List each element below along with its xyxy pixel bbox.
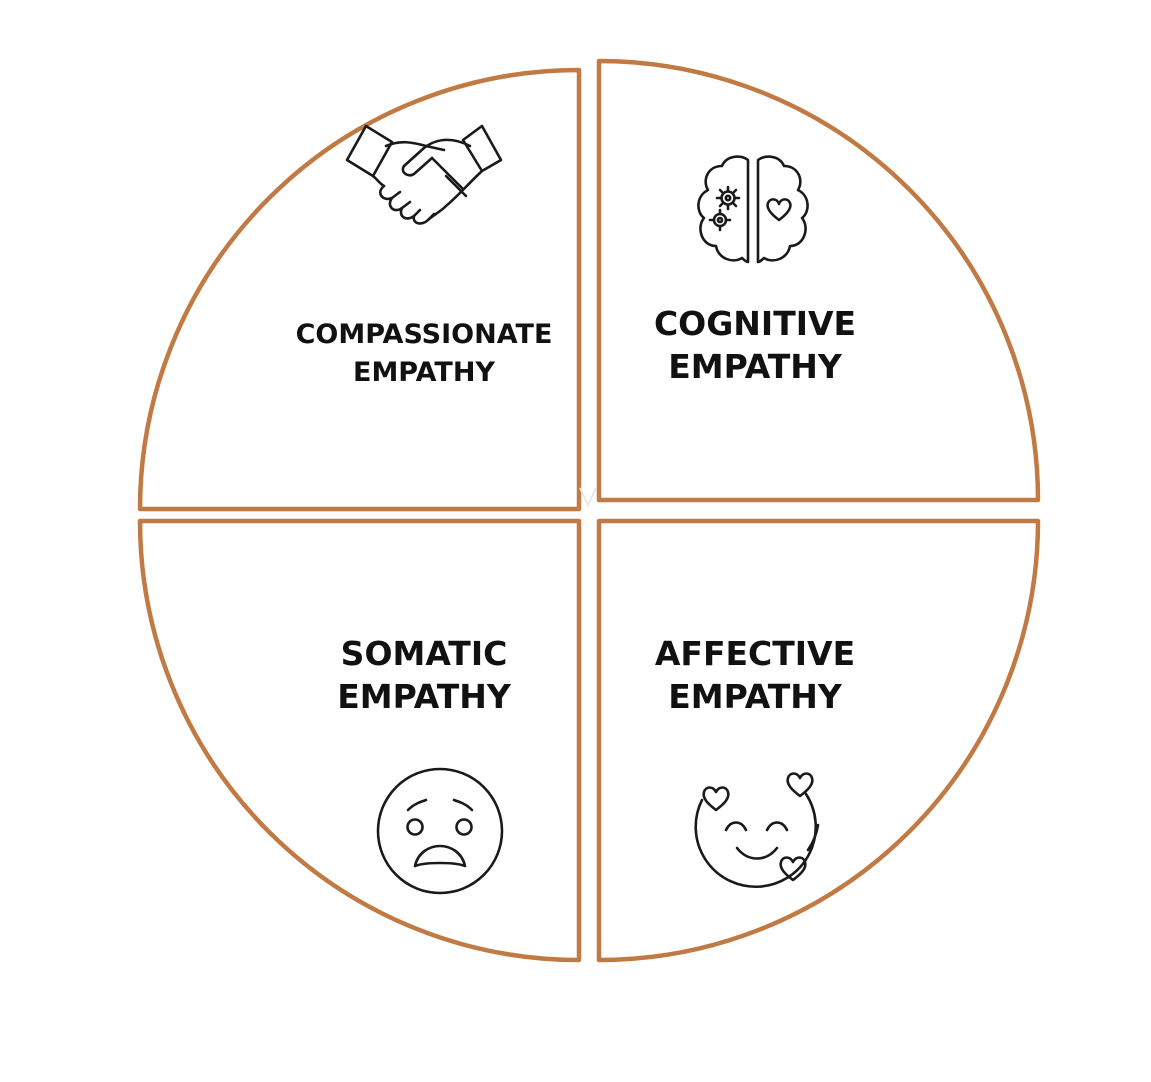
label-cognitive-line1: COGNITIVE — [654, 304, 856, 343]
smiling-face-with-hearts-icon — [694, 772, 820, 889]
quadrant-affective — [596, 518, 1041, 963]
quadrant-compassionate — [137, 67, 582, 512]
label-affective-line1: AFFECTIVE — [655, 634, 855, 673]
label-affective: AFFECTIVE EMPATHY — [655, 634, 855, 716]
label-somatic-line1: SOMATIC — [341, 634, 508, 673]
quadrant-somatic — [137, 518, 582, 963]
label-compassionate: COMPASSIONATE EMPATHY — [296, 319, 553, 388]
label-cognitive-line2: EMPATHY — [668, 347, 843, 386]
handshake-icon — [345, 124, 503, 225]
label-somatic: SOMATIC EMPATHY — [337, 634, 512, 716]
brain-icon — [697, 155, 809, 264]
worried-face-icon — [376, 767, 504, 895]
quadrant-cognitive — [596, 58, 1041, 503]
label-affective-line2: EMPATHY — [668, 677, 843, 716]
label-cognitive: COGNITIVE EMPATHY — [654, 304, 856, 386]
label-compassionate-line1: COMPASSIONATE — [296, 319, 553, 350]
label-somatic-line2: EMPATHY — [337, 677, 512, 716]
center-mark — [579, 487, 597, 508]
label-compassionate-line2: EMPATHY — [353, 357, 495, 388]
